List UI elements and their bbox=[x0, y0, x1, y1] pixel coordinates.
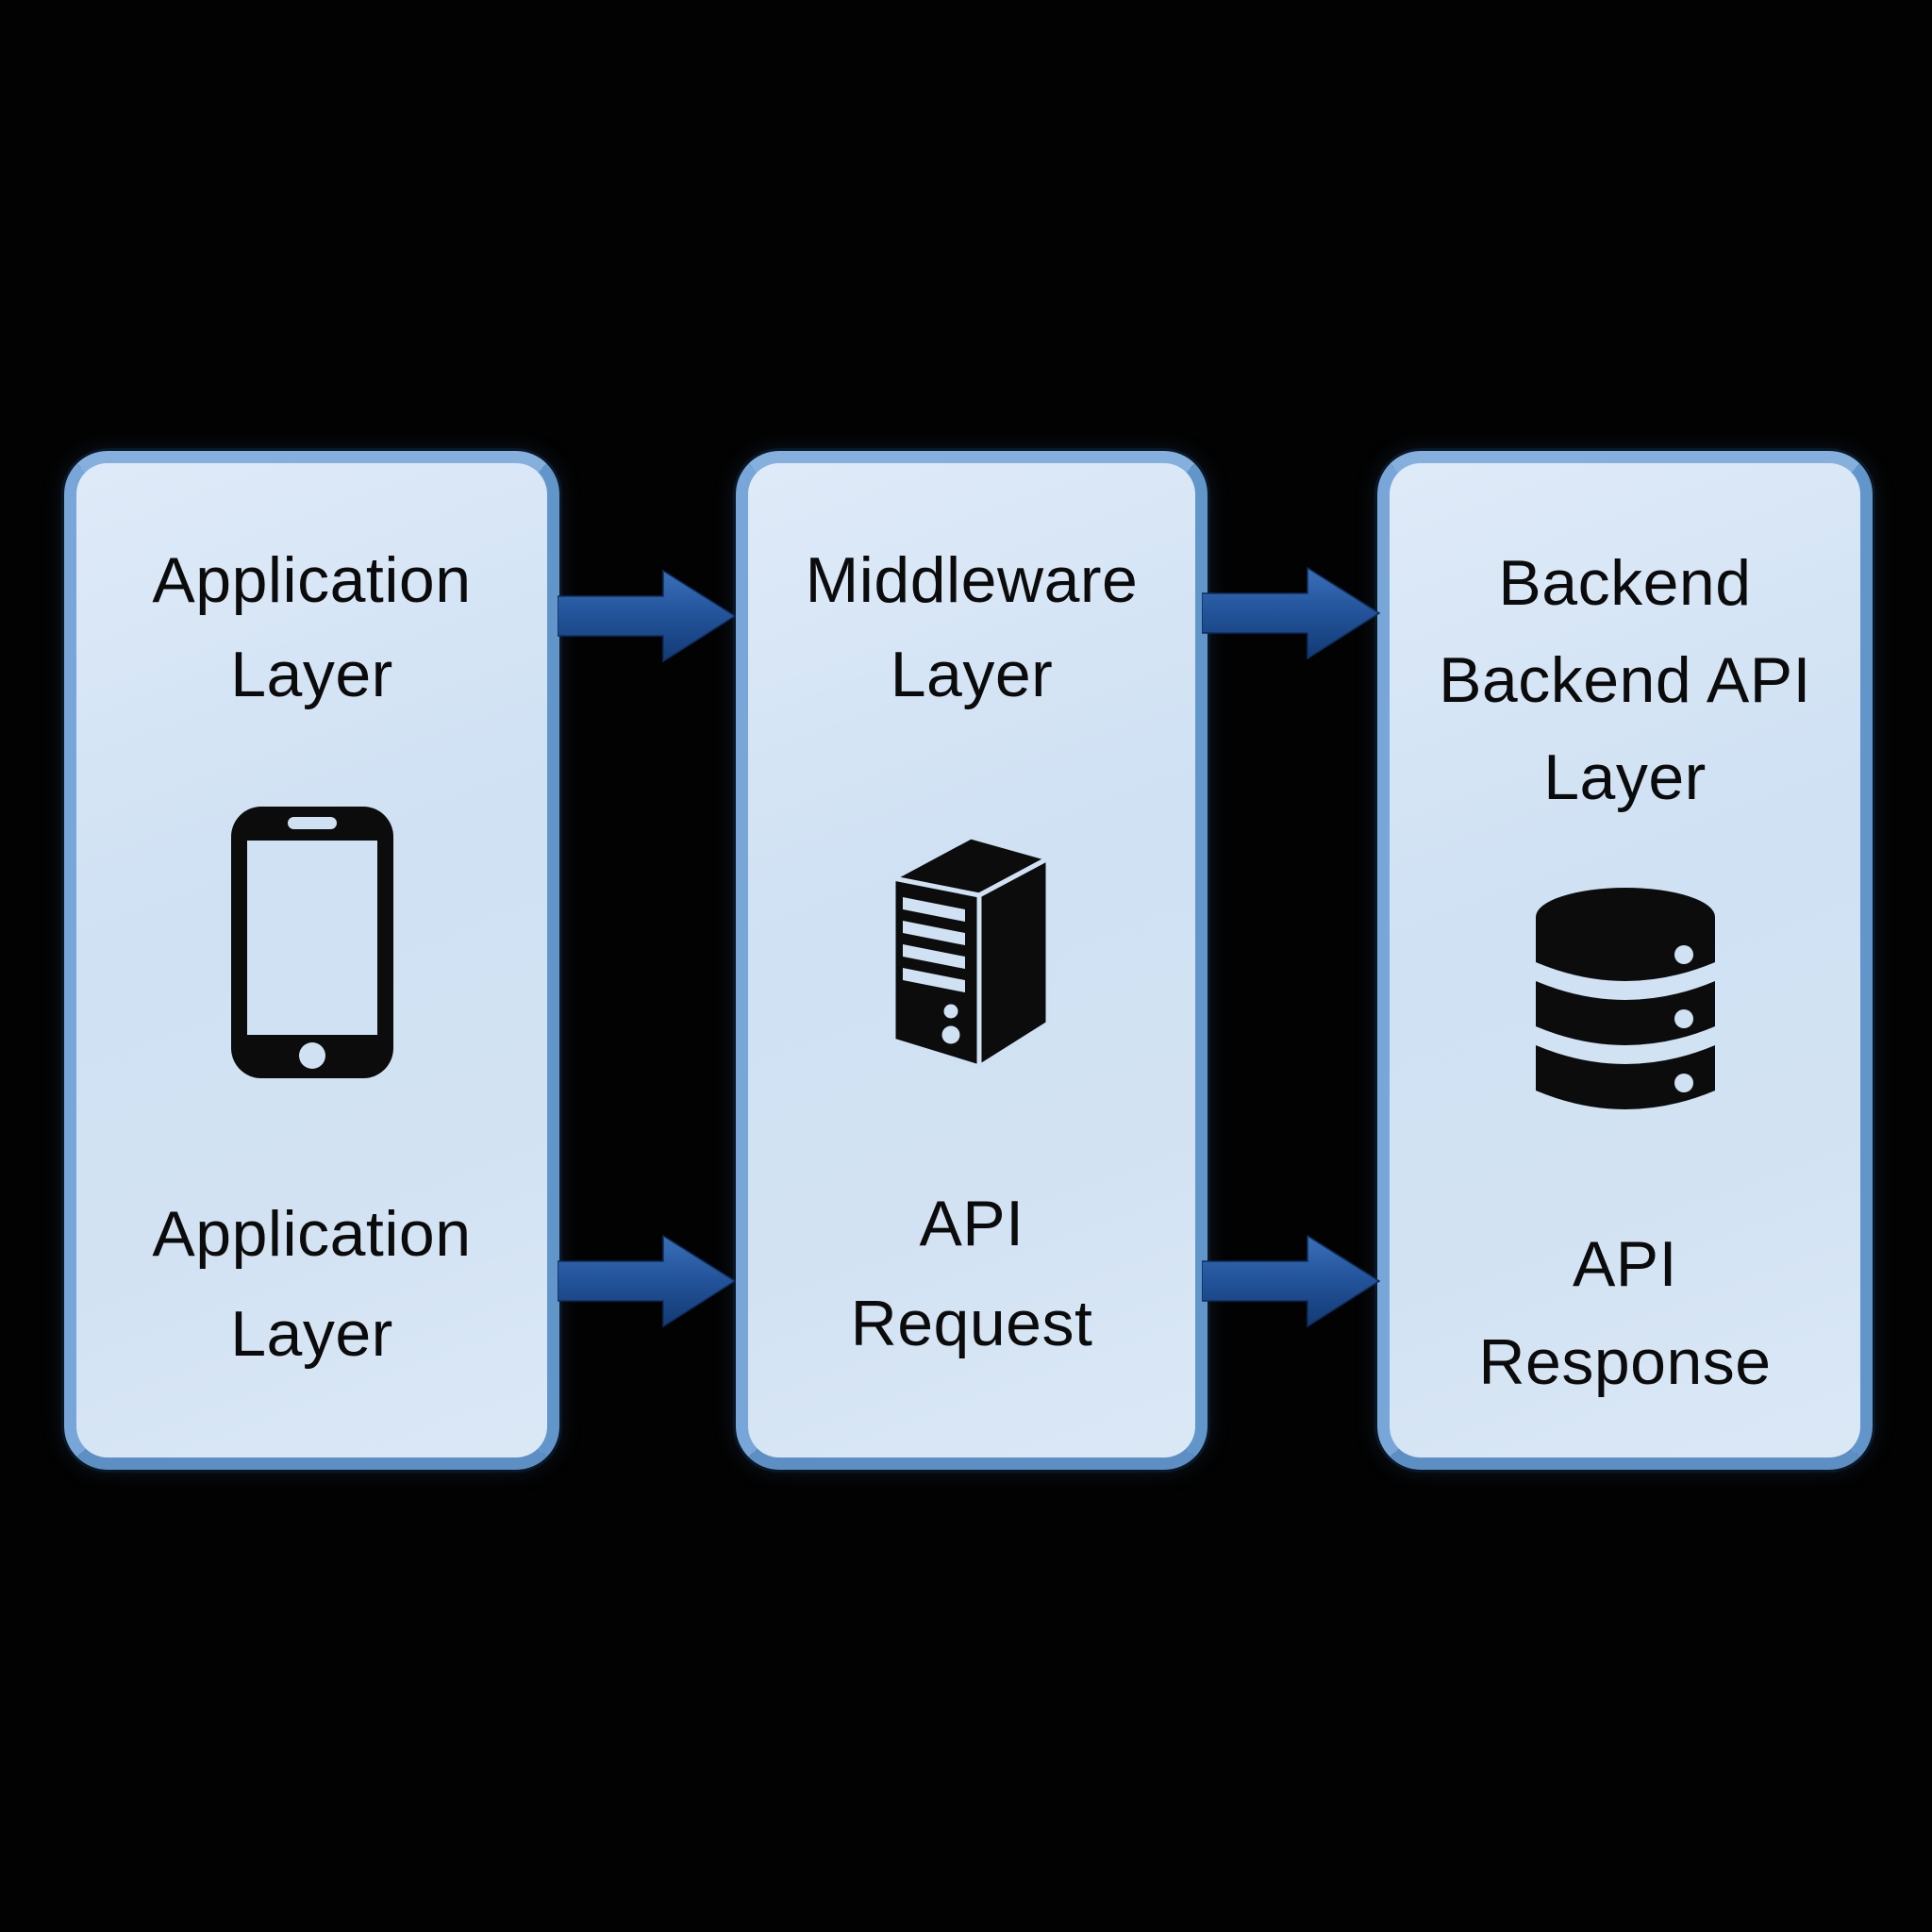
application-layer-title: Application Layer bbox=[76, 533, 547, 722]
label-line: Response bbox=[1478, 1326, 1772, 1398]
arrow-middleware-to-backend-bottom-icon bbox=[1202, 1234, 1381, 1328]
middleware-layer-box: Middleware Layer AP bbox=[736, 451, 1208, 1470]
title-line: Middleware bbox=[805, 544, 1139, 616]
middleware-layer-title: Middleware Layer bbox=[748, 533, 1195, 722]
application-layer-label: Application Layer bbox=[76, 1184, 547, 1384]
title-line: Backend bbox=[1498, 547, 1752, 619]
backend-api-layer-title: Backend Backend API Layer bbox=[1390, 535, 1860, 826]
title-line: Layer bbox=[1543, 741, 1707, 813]
database-icon bbox=[1531, 885, 1720, 1124]
arrow-middleware-to-backend-top-icon bbox=[1202, 566, 1381, 660]
api-response-label: API Response bbox=[1390, 1215, 1860, 1411]
label-line: Request bbox=[850, 1288, 1093, 1359]
title-line: Application bbox=[152, 544, 472, 616]
backend-api-layer-box: Backend Backend API Layer API bbox=[1377, 451, 1873, 1470]
label-line: Layer bbox=[230, 1298, 393, 1370]
smartphone-icon bbox=[229, 805, 395, 1085]
api-request-label: API Request bbox=[748, 1174, 1195, 1374]
label-line: API bbox=[919, 1188, 1024, 1259]
title-line: Layer bbox=[890, 639, 1054, 710]
label-line: Application bbox=[152, 1198, 472, 1270]
server-icon bbox=[891, 834, 1052, 1075]
application-layer-box: Application Layer Application Layer bbox=[64, 451, 559, 1470]
arrow-app-to-middleware-top-icon bbox=[558, 569, 737, 663]
label-line: API bbox=[1572, 1228, 1678, 1300]
title-line: Layer bbox=[230, 639, 393, 710]
arrow-app-to-middleware-bottom-icon bbox=[558, 1234, 737, 1328]
title-line: Backend API bbox=[1439, 644, 1811, 716]
